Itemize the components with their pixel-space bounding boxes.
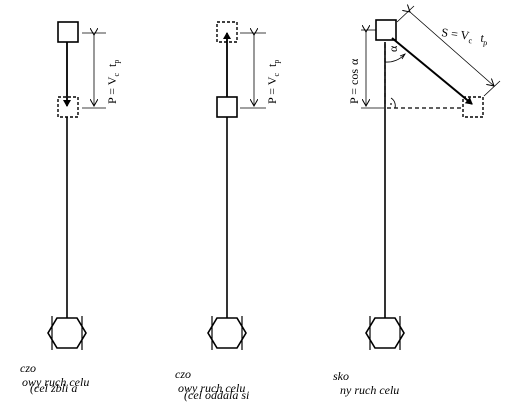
projection-formula: P = cosα (347, 58, 361, 104)
extension-line-diag-bottom (483, 80, 501, 97)
extension-line-diag-top (396, 5, 415, 23)
caption-panel-2-line-3: (cel oddala si (184, 388, 250, 402)
target-start-box (57, 21, 79, 43)
panel-receding: P = Vctp (207, 21, 281, 350)
caption-panel-2-line-1: czo (175, 367, 191, 381)
radar-antenna-symbol (365, 317, 405, 349)
distance-formula: P = Vctp (105, 60, 121, 104)
caption-panel-1-line-1: czo (20, 361, 36, 375)
angle-label: α (386, 45, 400, 52)
target-end-box (57, 96, 79, 118)
caption-panel-3-line-2: ny ruch celu (340, 383, 400, 397)
caption-panel-2-line-2: owy ruch celu (178, 381, 246, 395)
caption-panel-3-line-1: sko (333, 369, 349, 383)
right-angle-mark (390, 97, 396, 109)
dimension-line-diagonal (410, 12, 494, 86)
panel-approaching: P = Vctp (47, 21, 121, 350)
caption-panel-1-line-2: owy ruch celu (22, 375, 90, 389)
motion-arrow (391, 37, 473, 105)
radar-antenna-symbol (47, 317, 87, 349)
caption-panel-1-line-3: (cel zbli a (30, 381, 78, 395)
target-start-box (216, 96, 238, 118)
radar-antenna-symbol (207, 317, 247, 349)
distance-formula: P = Vctp (265, 60, 281, 104)
right-angle-dot (390, 103, 392, 105)
target-start-box (375, 19, 397, 41)
